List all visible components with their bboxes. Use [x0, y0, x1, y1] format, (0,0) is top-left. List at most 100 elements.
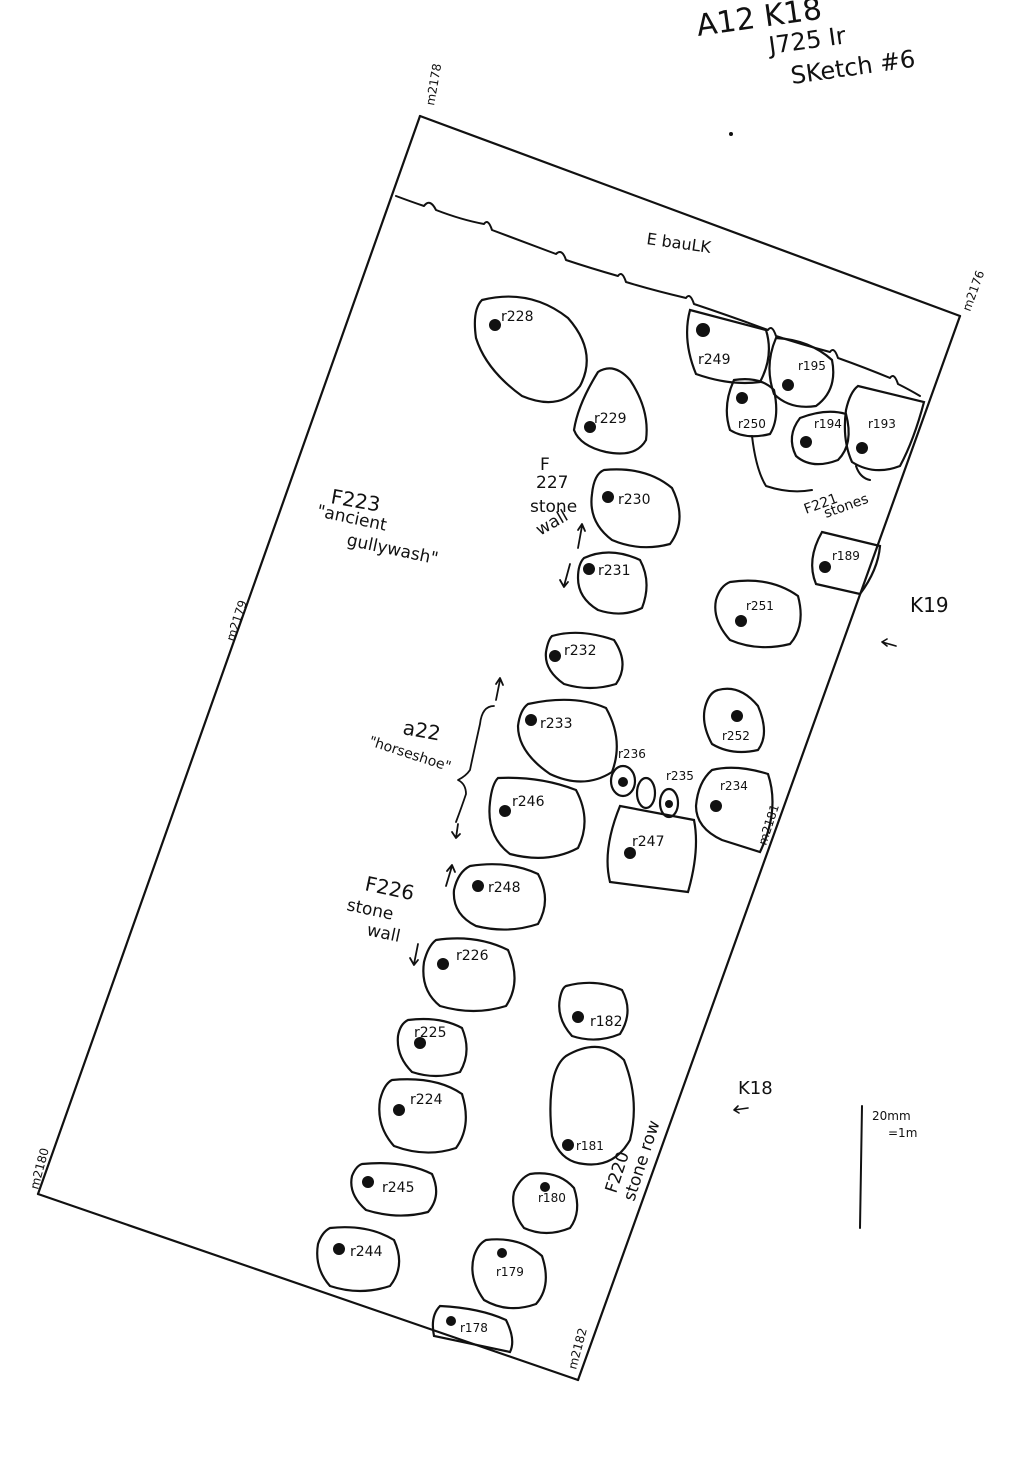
sheet-header: A12 K18 J725 Ir SKetch #6 [694, 0, 917, 136]
stone-label: r226 [456, 948, 489, 964]
stone-dot [602, 491, 614, 503]
stone-label: r248 [488, 880, 520, 896]
boundary-left [36, 114, 422, 1196]
stone-outline [452, 863, 547, 931]
stone-outline [609, 764, 637, 798]
stone-label: r224 [410, 1092, 443, 1108]
stone-dot [497, 1248, 507, 1258]
f223-line2: gullywash" [345, 530, 440, 569]
stray-dot [729, 132, 733, 136]
stone-outline [768, 336, 835, 408]
stone-label: r180 [538, 1191, 566, 1205]
k18-label: K18 [738, 1078, 773, 1099]
k18-arrow [733, 1105, 749, 1114]
baulk-label: E bauLK [645, 229, 712, 257]
stone-label: r181 [576, 1139, 604, 1153]
stone-dot [710, 800, 722, 812]
f226-line2: wall [365, 920, 402, 947]
f227-arrow-down [559, 563, 571, 588]
stone-label: r247 [632, 834, 664, 850]
stone-label: r232 [564, 643, 596, 659]
stone-outline [714, 579, 802, 649]
stone-outline [572, 367, 648, 455]
marker-m2182: m2182 [565, 1326, 589, 1370]
stone-label: r236 [618, 747, 646, 761]
stone-label: r230 [618, 492, 650, 508]
stone-outline [512, 1172, 579, 1235]
f226-arrow-up [445, 864, 456, 887]
baulk-line [395, 195, 921, 397]
stone-dot [782, 379, 794, 391]
stone-outline [694, 766, 774, 854]
stone-dot [437, 958, 449, 970]
boundary-right [576, 314, 962, 1382]
stone-outline [350, 1162, 438, 1217]
stones-layer: r228 r229 r230 r231 r232 r233 r246 r248 … [316, 295, 926, 1354]
stone-dot [618, 777, 628, 787]
stone-dot [584, 421, 596, 433]
stone-label: r189 [832, 549, 860, 563]
stone-dot [731, 710, 743, 722]
stone-dot [572, 1011, 584, 1023]
stone-dot [819, 561, 831, 573]
stone-label: r195 [798, 359, 826, 373]
stone-outline [431, 1304, 514, 1354]
a22-code: a22 [401, 715, 442, 745]
a22-bracket [455, 705, 495, 823]
scale-line1: 20mm [872, 1109, 911, 1123]
stone-dot [333, 1243, 345, 1255]
marker-m2176: m2176 [960, 269, 988, 313]
stone-dot [549, 650, 561, 662]
stone-outline [422, 937, 516, 1013]
stone-outline [544, 631, 624, 690]
stone-dot [362, 1176, 374, 1188]
stone-label: r244 [350, 1244, 383, 1260]
east-baulk: E bauLK [395, 195, 921, 397]
marker-m2178: m2178 [423, 62, 444, 106]
stone-outline [316, 1226, 401, 1293]
stone-dot [446, 1316, 456, 1326]
stone-outline [549, 1045, 635, 1166]
scale-line [859, 1105, 863, 1229]
stone-outline [516, 698, 618, 783]
stone-outline [702, 687, 766, 754]
stone-label: r179 [496, 1265, 524, 1279]
stone-outline [811, 530, 882, 596]
stone-outline [488, 776, 586, 859]
grid-references: K19 K18 [733, 593, 949, 1114]
a22-arrow-up [495, 677, 504, 701]
k19-label: K19 [910, 593, 949, 617]
stone-outline [635, 776, 657, 810]
stone-label: r233 [540, 716, 572, 732]
corner-markers: m2178 m2176 m2180 m2182 m2179 m2181 [27, 62, 987, 1370]
stone-dot [735, 615, 747, 627]
stone-dot [472, 880, 484, 892]
f227-code: F [540, 455, 550, 475]
stone-label: r228 [501, 309, 533, 325]
a22-arrow-down [451, 823, 461, 839]
stone-dot [393, 1104, 405, 1116]
stone-dot [800, 436, 812, 448]
stone-label: r235 [666, 769, 694, 783]
stone-outline [576, 551, 648, 615]
stone-dot [736, 392, 748, 404]
stone-label: r182 [590, 1014, 622, 1030]
stone-label: r246 [512, 794, 545, 810]
k19-arrow [881, 638, 897, 647]
stone-outline [378, 1078, 467, 1154]
f227-num: 227 [536, 473, 568, 493]
stone-outline [473, 295, 588, 404]
stone-outline [686, 308, 771, 385]
f227-arrow-up [577, 523, 586, 549]
stone-outline [725, 378, 778, 438]
stone-label: r178 [460, 1321, 488, 1335]
stone-label: r193 [868, 417, 896, 431]
stone-outline [558, 981, 629, 1041]
stone-dot [489, 319, 501, 331]
boundary-bottom [36, 1192, 580, 1382]
stone-label: r250 [738, 417, 766, 431]
stone-outline [790, 410, 850, 466]
boundary-top [418, 114, 962, 318]
